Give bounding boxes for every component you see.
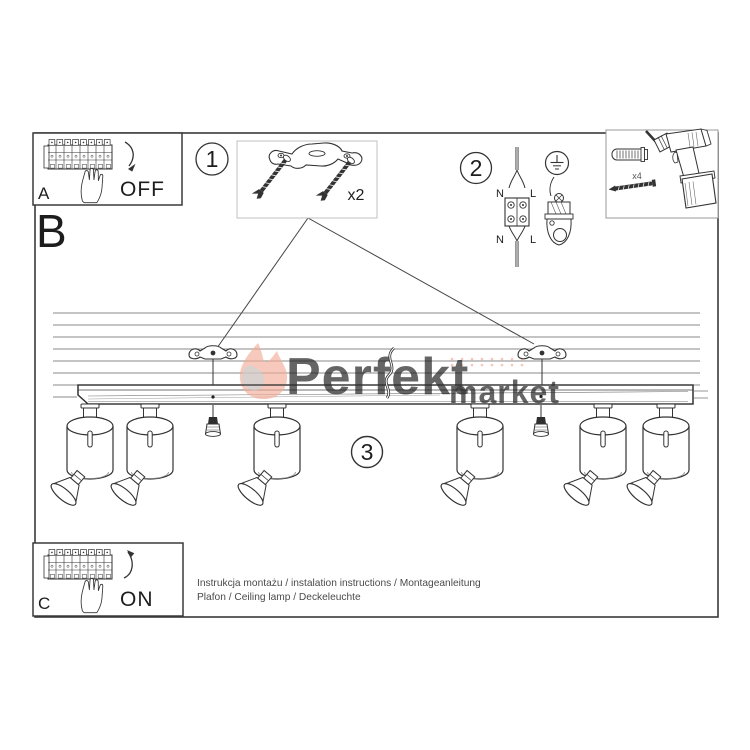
toolbox-group: x4 (605, 128, 719, 219)
diagram-frame (34, 132, 719, 618)
screw-drawing (608, 179, 657, 192)
power-cable (384, 347, 396, 399)
section-b-letter: B (36, 205, 67, 257)
wire-label-l-top: L (530, 188, 536, 200)
track-bar-outline (77, 384, 694, 405)
mounting-points (188, 345, 567, 437)
watermark: Perfekt market (239, 343, 559, 410)
watermark-brand-text: Perfekt (286, 348, 469, 406)
wire-label-n-bottom: N (496, 234, 504, 246)
watermark-flame-inner (241, 365, 265, 391)
bracket-quantity-label: x2 (348, 187, 365, 204)
switch-off-label: OFF (120, 178, 165, 201)
step-3-badge: 3 (350, 435, 384, 469)
step-3-number: 3 (361, 439, 374, 465)
step-2-number: 2 (470, 155, 483, 181)
step-1-group: 1 x2 (195, 140, 378, 219)
terminal-wiring: N L N L (496, 147, 536, 267)
footer-line2: Plafon / Ceiling lamp / Deckeleuchte (197, 592, 361, 603)
wire-label-n-top: N (496, 188, 504, 200)
panel-c-letter: C (38, 594, 50, 613)
bracket-illustration (268, 142, 363, 169)
panel-c-group: C ON (32, 542, 184, 617)
ground-symbol (544, 150, 570, 176)
footer-line1: Instrukcja montażu / instalation instruc… (197, 578, 481, 589)
step-2-group: 2 N L N L (459, 147, 574, 267)
wall-anchor-drawing (611, 147, 648, 162)
panel-a-letter: A (38, 184, 50, 203)
watermark-dots (450, 357, 524, 367)
switch-on-label: ON (120, 588, 154, 611)
panel-a-group: A OFF (32, 132, 183, 206)
wire-label-l-bottom: L (530, 234, 536, 246)
step-1-number: 1 (206, 146, 219, 172)
footer-text: Instrukcja montażu / instalation instruc… (197, 578, 481, 603)
drill-drawing (645, 128, 717, 209)
ground-clamp (544, 176, 574, 246)
anchor-quantity-label: x4 (632, 171, 642, 181)
